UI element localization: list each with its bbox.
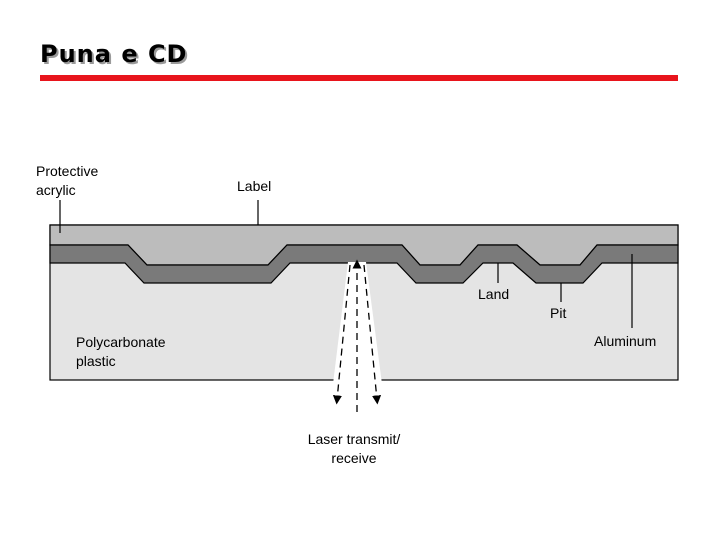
label-pit: Pit: [550, 305, 567, 321]
laser-ray-left: [332, 264, 351, 405]
laser-ray-right: [363, 264, 382, 405]
label-protective-acrylic: Protective acrylic: [36, 163, 99, 198]
label-land: Land: [478, 286, 510, 302]
label-polycarbonate-plastic: Polycarbonate plastic: [76, 334, 166, 369]
label-laser-transmit-receive: Laser transmit/ receive: [307, 431, 401, 466]
label-aluminum: Aluminum: [594, 333, 657, 349]
title-rule: [40, 75, 678, 81]
aluminum-layer: [49, 244, 679, 284]
label-label: Label: [237, 178, 272, 194]
slide-title: Puna e CD: [40, 40, 188, 68]
